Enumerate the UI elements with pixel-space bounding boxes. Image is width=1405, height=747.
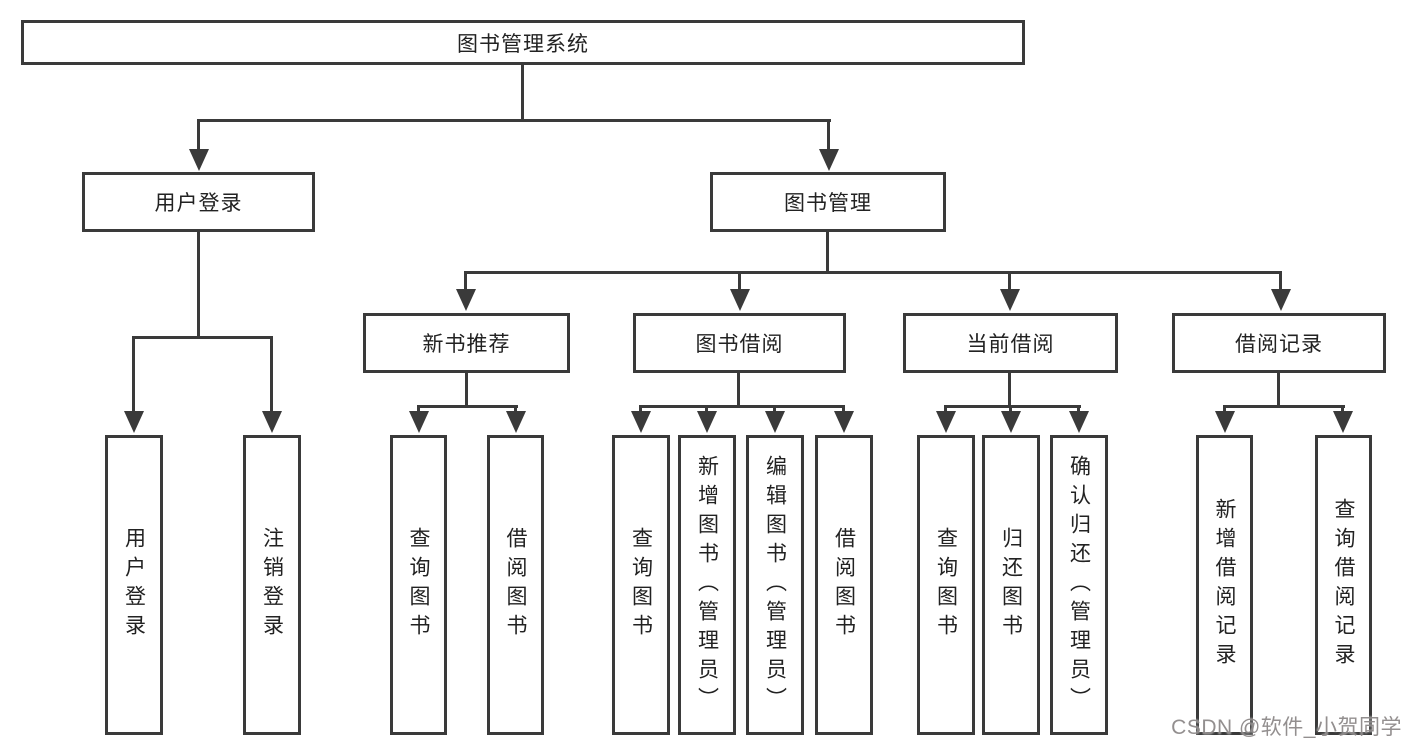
node-book-management: 图书管理: [710, 172, 946, 232]
connector-line: [132, 336, 273, 339]
leaf-add-books-admin: 新增图书（管理员）: [678, 435, 736, 735]
connector-line: [738, 271, 741, 293]
connector-line: [944, 405, 947, 414]
connector-line: [417, 405, 518, 408]
arrow-down-icon: [697, 411, 717, 433]
leaf-user-login: 用户登录: [105, 435, 163, 735]
connector-line: [1223, 405, 1345, 408]
connector-line: [514, 405, 517, 414]
connector-line: [639, 405, 845, 408]
leaf-edit-books-admin: 编辑图书（管理员）: [746, 435, 804, 735]
connector-line: [464, 271, 1282, 274]
leaf-query-books-borrow: 查询图书: [612, 435, 670, 735]
node-new-book-recommend: 新书推荐: [363, 313, 570, 373]
connector-line: [270, 336, 273, 413]
connector-line: [705, 405, 708, 414]
arrow-down-icon: [1271, 289, 1291, 311]
connector-line: [1009, 405, 1012, 414]
connector-line: [132, 336, 135, 413]
arrow-down-icon: [819, 149, 839, 171]
node-borrowing-records: 借阅记录: [1172, 313, 1386, 373]
arrow-down-icon: [834, 411, 854, 433]
connector-line: [197, 119, 200, 151]
arrow-down-icon: [730, 289, 750, 311]
arrow-down-icon: [409, 411, 429, 433]
connector-line: [827, 119, 830, 151]
arrow-down-icon: [124, 411, 144, 433]
connector-line: [944, 405, 1081, 408]
connector-line: [521, 65, 524, 119]
arrow-down-icon: [1001, 411, 1021, 433]
node-current-borrowing: 当前借阅: [903, 313, 1118, 373]
arrow-down-icon: [189, 149, 209, 171]
connector-line: [639, 405, 642, 414]
connector-line: [464, 271, 467, 293]
leaf-add-borrow-record: 新增借阅记录: [1196, 435, 1253, 735]
connector-line: [417, 405, 420, 414]
leaf-confirm-return-admin: 确认归还（管理员）: [1050, 435, 1108, 735]
csdn-watermark: CSDN @软件_小贺同学: [1171, 716, 1402, 739]
connector-line: [1008, 271, 1011, 293]
connector-line: [197, 232, 200, 336]
connector-line: [1223, 405, 1226, 414]
leaf-query-books-recommend: 查询图书: [390, 435, 447, 735]
connector-line: [842, 405, 845, 414]
root-node-library-system: 图书管理系统: [21, 20, 1025, 65]
connector-line: [465, 373, 468, 405]
leaf-borrow-books-recommend: 借阅图书: [487, 435, 544, 735]
arrow-down-icon: [1000, 289, 1020, 311]
arrow-down-icon: [1333, 411, 1353, 433]
node-book-borrowing: 图书借阅: [633, 313, 846, 373]
arrow-down-icon: [631, 411, 651, 433]
node-user-login: 用户登录: [82, 172, 315, 232]
connector-line: [1008, 373, 1011, 405]
leaf-borrow-books: 借阅图书: [815, 435, 873, 735]
arrow-down-icon: [765, 411, 785, 433]
connector-line: [826, 232, 829, 271]
leaf-return-books: 归还图书: [982, 435, 1040, 735]
connector-line: [1341, 405, 1344, 414]
leaf-logout: 注销登录: [243, 435, 301, 735]
arrow-down-icon: [506, 411, 526, 433]
connector-line: [1277, 373, 1280, 405]
leaf-query-books-current: 查询图书: [917, 435, 975, 735]
connector-line: [197, 119, 831, 122]
connector-line: [1077, 405, 1080, 414]
arrow-down-icon: [1069, 411, 1089, 433]
connector-line: [737, 373, 740, 405]
arrow-down-icon: [262, 411, 282, 433]
arrow-down-icon: [456, 289, 476, 311]
leaf-query-borrow-record: 查询借阅记录: [1315, 435, 1372, 735]
arrow-down-icon: [1215, 411, 1235, 433]
connector-line: [773, 405, 776, 414]
arrow-down-icon: [936, 411, 956, 433]
connector-line: [1279, 271, 1282, 293]
